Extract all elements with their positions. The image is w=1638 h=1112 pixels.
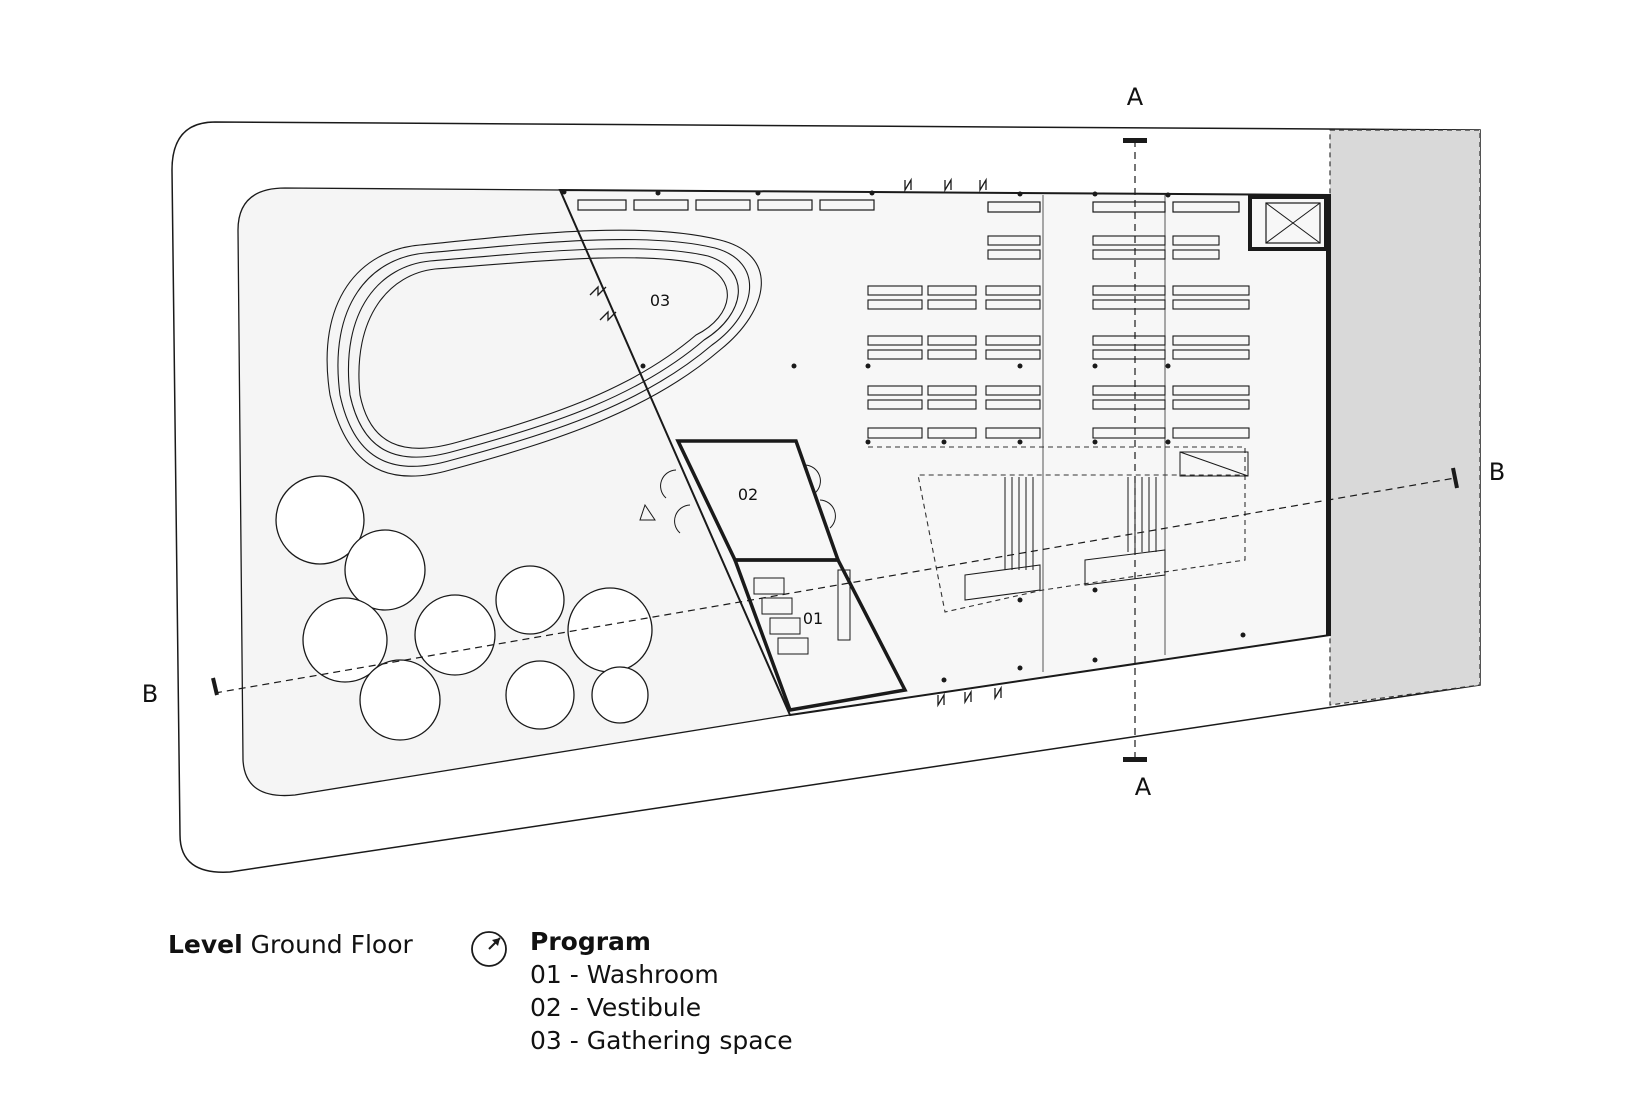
section-cut-marker — [1123, 757, 1147, 762]
facade-doors — [589, 177, 1002, 708]
section-label-a-top: A — [1127, 83, 1144, 111]
seating-area — [867, 235, 1250, 439]
tree-icon — [275, 475, 653, 741]
program-legend: Program 01 - Washroom 02 - Vestibule 03 … — [530, 925, 793, 1057]
section-cut-marker — [1451, 467, 1459, 489]
bench-row-top — [577, 199, 1240, 213]
entry-triangle — [639, 503, 656, 521]
level-caption: Level Ground Floor — [168, 930, 413, 959]
room-label-01: 01 — [803, 609, 823, 628]
section-label-b-right: B — [1489, 458, 1505, 486]
running-track — [326, 229, 762, 477]
section-label-b-left: B — [142, 680, 158, 708]
site-boundary — [171, 121, 1481, 873]
structural-columns — [561, 189, 1246, 683]
ramp — [1179, 451, 1249, 477]
section-label-a-bottom: A — [1135, 773, 1152, 801]
north-arrow-icon — [471, 931, 507, 967]
room-01-washroom — [732, 558, 908, 712]
room-label-03: 03 — [650, 291, 670, 310]
program-item: 03 - Gathering space — [530, 1026, 793, 1055]
neighbor-building — [1329, 129, 1481, 706]
program-title: Program — [530, 927, 651, 956]
stair — [1084, 477, 1166, 586]
room-label-02: 02 — [738, 485, 758, 504]
section-cut-marker — [1123, 138, 1147, 143]
program-item: 01 - Washroom — [530, 960, 719, 989]
toilet-stalls — [753, 569, 851, 655]
level-value: Ground Floor — [250, 930, 413, 959]
elevator — [1248, 195, 1328, 251]
level-label: Level — [168, 930, 243, 959]
program-item: 02 - Vestibule — [530, 993, 702, 1022]
mezzanine-outline — [868, 446, 1246, 613]
section-cut-marker — [211, 677, 219, 696]
section-line-b — [214, 477, 1456, 694]
